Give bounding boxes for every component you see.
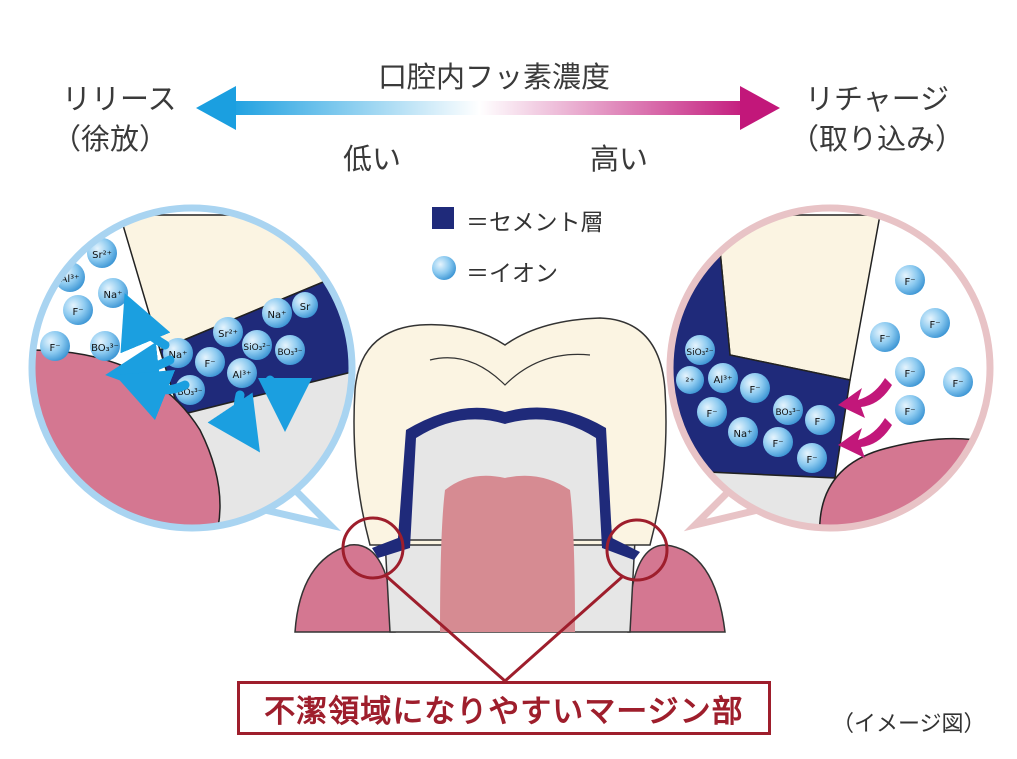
tooth-illustration bbox=[294, 317, 726, 684]
recharge-arrows bbox=[838, 378, 892, 458]
image-note: （イメージ図） bbox=[832, 712, 986, 737]
release-label: リリース bbox=[62, 82, 177, 116]
cement-swatch bbox=[432, 207, 454, 229]
recharge-sublabel: （取り込み） bbox=[790, 122, 965, 156]
right-absorbed-ions: F⁻ F⁻ F⁻ F⁻ F⁻ F⁻ bbox=[870, 265, 973, 425]
svg-text:Al³⁺: Al³⁺ bbox=[233, 370, 252, 381]
svg-text:Al³⁺: Al³⁺ bbox=[61, 274, 80, 285]
svg-text:Al³⁺: Al³⁺ bbox=[714, 375, 733, 386]
svg-text:F⁻: F⁻ bbox=[904, 277, 915, 288]
svg-text:Na⁺: Na⁺ bbox=[169, 350, 188, 361]
svg-text:F⁻: F⁻ bbox=[929, 320, 940, 331]
svg-text:BO₃³⁻: BO₃³⁻ bbox=[277, 348, 302, 358]
svg-text:F⁻: F⁻ bbox=[749, 385, 760, 396]
recharge-label: リチャージ bbox=[805, 82, 950, 116]
svg-text:F⁻: F⁻ bbox=[814, 417, 825, 428]
right-cement-ions: SiO₃²⁻ ²⁺ Al³⁺ F⁻ BO₃³⁻ F⁻ F⁻ Na⁺ F⁻ F⁻ bbox=[676, 335, 835, 473]
ion-swatch bbox=[432, 256, 456, 280]
svg-text:Sr²⁺: Sr²⁺ bbox=[218, 329, 238, 340]
svg-text:F⁻: F⁻ bbox=[952, 379, 963, 390]
svg-text:²⁺: ²⁺ bbox=[685, 377, 694, 388]
left-cement-ions: Sr²⁺ Na⁺ Sr SiO₃²⁻ BO₃³⁻ Na⁺ F⁻ Al³⁺ BO₃… bbox=[163, 292, 318, 405]
svg-text:F⁻: F⁻ bbox=[904, 407, 915, 418]
svg-text:F⁻: F⁻ bbox=[904, 369, 915, 380]
svg-text:SiO₃²⁻: SiO₃²⁻ bbox=[686, 348, 714, 358]
svg-text:F⁻: F⁻ bbox=[772, 439, 783, 450]
left-released-ions: Sr²⁺ Al³⁺ Na⁺ F⁻ F⁻ BO₃³⁻ bbox=[40, 238, 128, 361]
low-label: 低い bbox=[343, 142, 402, 176]
svg-text:Sr: Sr bbox=[300, 302, 311, 313]
svg-text:BO₃³⁻: BO₃³⁻ bbox=[91, 343, 119, 354]
scale-title: 口腔内フッ素濃度 bbox=[378, 60, 611, 94]
svg-text:F⁻: F⁻ bbox=[806, 455, 817, 466]
svg-text:SiO₃²⁻: SiO₃²⁻ bbox=[243, 343, 271, 353]
left-zoom-bubble: Sr²⁺ Al³⁺ Na⁺ F⁻ F⁻ BO₃³⁻ Sr²⁺ Na⁺ Sr Si… bbox=[28, 204, 356, 532]
svg-text:F⁻: F⁻ bbox=[72, 307, 83, 318]
svg-text:BO₃³⁻: BO₃³⁻ bbox=[775, 408, 800, 418]
margin-label: 不潔領域になりやすいマージン部 bbox=[237, 681, 771, 735]
svg-text:F⁻: F⁻ bbox=[879, 334, 890, 345]
svg-text:F⁻: F⁻ bbox=[706, 409, 717, 420]
svg-text:F⁻: F⁻ bbox=[49, 343, 60, 354]
svg-text:Na⁺: Na⁺ bbox=[104, 290, 123, 301]
release-arrows bbox=[105, 293, 312, 453]
svg-text:Na⁺: Na⁺ bbox=[268, 310, 287, 321]
high-label: 高い bbox=[590, 142, 649, 176]
right-zoom-bubble: SiO₃²⁻ ²⁺ Al³⁺ F⁻ BO₃³⁻ F⁻ F⁻ Na⁺ F⁻ F⁻ … bbox=[666, 204, 994, 532]
svg-text:F⁻: F⁻ bbox=[204, 359, 215, 370]
svg-text:Sr²⁺: Sr²⁺ bbox=[92, 250, 112, 261]
release-sublabel: （徐放） bbox=[52, 122, 169, 156]
ion-legend-label: ＝イオン bbox=[466, 261, 558, 287]
svg-text:BO₃³⁻: BO₃³⁻ bbox=[177, 388, 202, 398]
cement-legend-label: ＝セメント層 bbox=[466, 210, 604, 236]
concentration-arrow bbox=[196, 86, 780, 130]
svg-text:Na⁺: Na⁺ bbox=[734, 429, 753, 440]
